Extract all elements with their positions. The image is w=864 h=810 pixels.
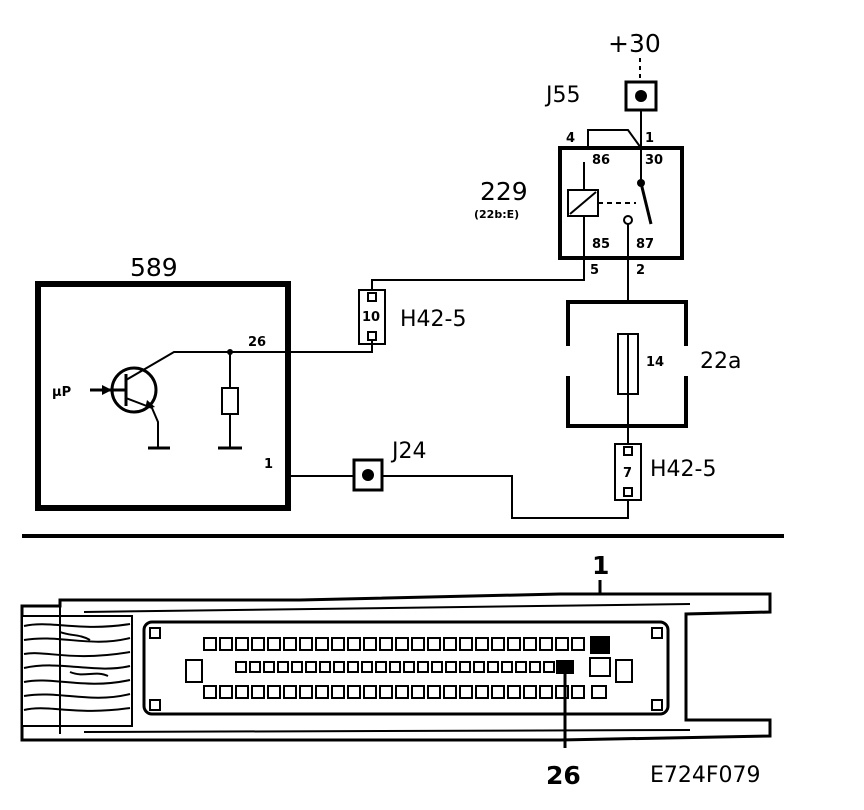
relay-term-5: 5	[590, 263, 599, 278]
supply-label: +30	[608, 29, 661, 58]
relay-pin-87: 87	[636, 237, 654, 252]
relay-term-1: 1	[645, 131, 654, 146]
relay-note-label: (22b:E)	[474, 208, 519, 221]
pin-row-bottom	[203, 685, 607, 699]
module-589-label: 589	[130, 253, 178, 282]
plug-pin-1-label: 1	[592, 551, 609, 580]
wood-grain-texture	[21, 615, 133, 727]
module-pin-26: 26	[248, 335, 266, 350]
j55-splice	[624, 80, 658, 112]
fuse-number: 14	[646, 355, 664, 370]
module-pin-1: 1	[264, 457, 273, 472]
j24-splice	[352, 458, 384, 492]
h42-bottom-label: H42-5	[650, 457, 716, 482]
pin-row-top	[203, 637, 585, 651]
relay-pin-85: 85	[592, 237, 610, 252]
up-label: μP	[52, 385, 71, 400]
relay-id-label: 229	[480, 177, 528, 206]
plug-pin-26-highlight	[556, 660, 574, 674]
h42-bottom-connector	[614, 443, 642, 501]
relay-term-4: 4	[566, 131, 575, 146]
relay-switch-arm	[639, 182, 653, 225]
relay-pin-30: 30	[645, 153, 663, 168]
pin-row-middle	[235, 657, 611, 677]
h42-bottom-pin: 7	[623, 466, 632, 481]
plug-pin-1-highlight	[590, 636, 610, 654]
h42-top-connector	[358, 289, 386, 345]
relay-pin-86: 86	[592, 153, 610, 168]
figure-code: E724F079	[650, 763, 761, 788]
wire-j24-to-h42-bottom	[382, 475, 629, 519]
wire-relay85-to-h42-top	[371, 258, 585, 292]
j24-label: J24	[390, 439, 426, 464]
module-589	[35, 281, 291, 511]
ecu-plug	[20, 592, 772, 742]
relay-term-2: 2	[636, 263, 645, 278]
fuse-box-label: 22a	[700, 349, 741, 374]
plug-pin-26-label: 26	[546, 761, 581, 790]
resistor-symbol	[221, 387, 239, 415]
relay-229	[558, 129, 684, 260]
h42-top-label: H42-5	[400, 307, 466, 332]
j55-label: J55	[544, 83, 580, 108]
h42-top-pin: 10	[362, 310, 380, 325]
